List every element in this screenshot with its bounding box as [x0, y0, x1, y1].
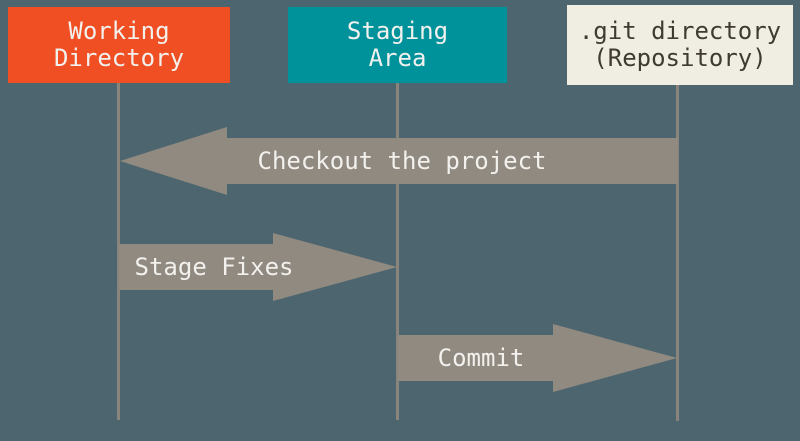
commit-arrow-label: Commit — [437, 344, 525, 372]
checkout-arrow: Checkout the project — [120, 127, 678, 195]
git-directory-box: .git directory (Repository) — [567, 5, 793, 85]
checkout-arrow-label: Checkout the project — [257, 147, 547, 175]
staging-area-label: Staging Area — [346, 17, 449, 72]
working-directory-box: Working Directory — [8, 7, 230, 83]
commit-arrow: Commit — [398, 324, 677, 392]
arrow-left-head-icon — [120, 127, 227, 195]
git-directory-label: .git directory (Repository) — [578, 17, 782, 72]
stage-fixes-arrow: Stage Fixes — [119, 233, 397, 301]
stage-fixes-arrow-shaft — [119, 244, 273, 290]
staging-area-lifeline — [396, 83, 399, 420]
working-directory-label: Working Directory — [53, 17, 185, 72]
checkout-arrow-shaft — [227, 138, 678, 184]
working-directory-lifeline — [117, 83, 120, 420]
arrow-right-head-icon — [273, 233, 397, 301]
stage-fixes-arrow-label: Stage Fixes — [134, 253, 294, 281]
commit-arrow-shaft — [398, 335, 553, 381]
git-directory-lifeline — [676, 85, 679, 421]
arrow-right-head-icon — [553, 324, 677, 392]
staging-area-box: Staging Area — [288, 7, 507, 83]
